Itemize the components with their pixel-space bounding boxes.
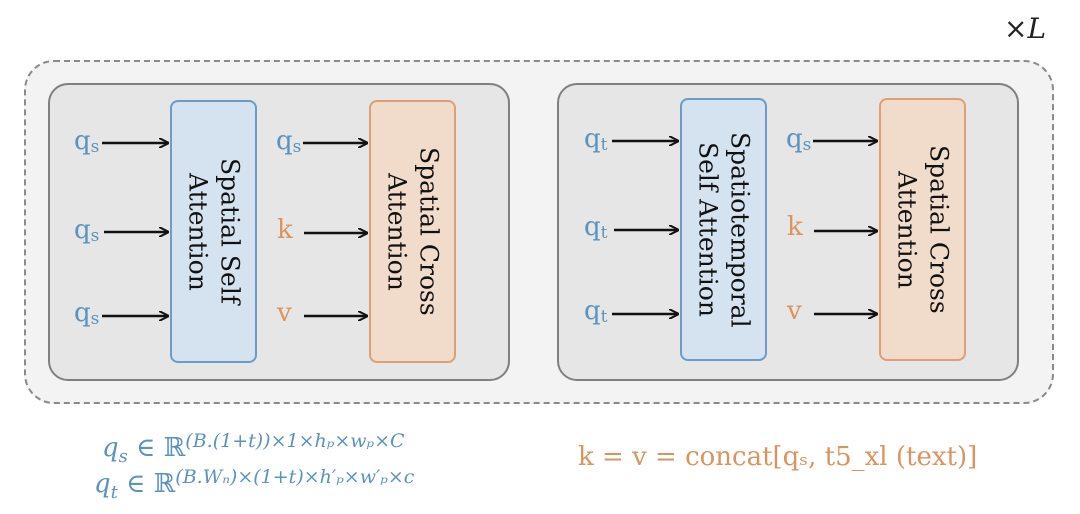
block-label-line2: Attention: [183, 172, 213, 291]
key-value-formula: k = v = concat[qₛ, t5_xl (text)]: [578, 442, 978, 472]
input-query-spatial: qs: [276, 126, 302, 157]
block-label-line2: Attention: [892, 170, 922, 289]
layer-count-variable: L: [1027, 12, 1047, 45]
block-label-line1: Spatial Self: [215, 158, 245, 305]
input-query-spatial: qs: [74, 215, 100, 246]
input-value: v: [277, 298, 292, 328]
block-label-line1: Spatiotemporal: [725, 131, 755, 328]
input-query-spatial: qs: [786, 124, 812, 155]
input-query-temporal: qt: [584, 296, 608, 327]
layer-repeat-label: ×L: [1004, 12, 1046, 45]
input-value: v: [787, 296, 802, 326]
qs-shape-formula: qs ∈ ℝ(B.(1+t))×1×hₚ×wₚ×C: [102, 430, 405, 468]
input-query-spatial: qs: [74, 126, 100, 157]
input-query-temporal: qt: [584, 124, 608, 155]
times-symbol: ×: [1004, 12, 1028, 45]
input-key: k: [277, 215, 293, 245]
block-label-line2: Attention: [382, 172, 412, 291]
block-label-line1: Spatial Cross: [924, 145, 954, 314]
block-label-line2: Self Attention: [693, 142, 723, 317]
input-query-spatial: qs: [74, 298, 100, 329]
input-query-temporal: qt: [584, 212, 608, 243]
input-key: k: [787, 212, 803, 242]
qt-shape-formula: qt ∈ ℝ(B.Wₙ)×(1+t)×h′ₚ×w′ₚ×c: [94, 466, 415, 504]
block-label-line1: Spatial Cross: [414, 147, 444, 316]
